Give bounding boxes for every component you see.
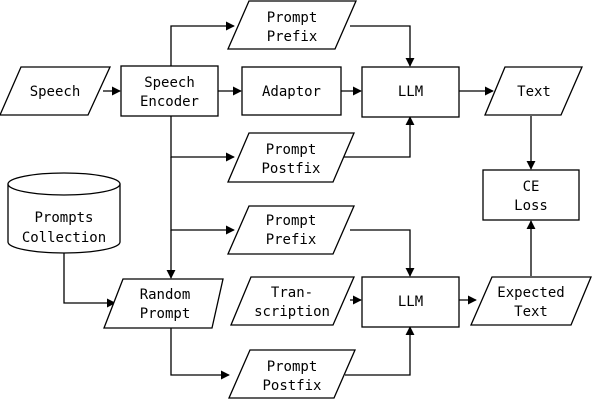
svg-text:Prompt: Prompt: [140, 306, 191, 322]
ce-loss-label-line2: Loss: [514, 198, 548, 214]
prompt-postfix-top-node: Prompt Postfix: [227, 132, 355, 183]
expected-text-label-line1: Expected: [497, 285, 564, 301]
llm-top-label: LLM: [398, 84, 423, 100]
expected-text-label-line2: Text: [514, 304, 548, 320]
prompt-postfix-top-label-line1: Prompt: [266, 142, 317, 158]
svg-text:scription: scription: [254, 304, 330, 320]
svg-text:Tran-: Tran-: [271, 285, 313, 301]
prompts-collection-label-line2: Collection: [22, 230, 106, 246]
svg-text:CE: CE: [523, 179, 540, 195]
svg-text:Speech: Speech: [144, 75, 195, 91]
svg-text:Collection: Collection: [22, 230, 106, 246]
prompt-prefix-top-node: Prompt Prefix: [227, 0, 357, 50]
edge-encoder-to-prompt-prefix-bottom: [170, 157, 235, 235]
transcription-label-line1: Tran-: [271, 285, 313, 301]
prompt-prefix-bottom-label-line1: Prompt: [266, 213, 317, 229]
svg-text:LLM: LLM: [398, 294, 423, 310]
svg-text:Prefix: Prefix: [266, 232, 317, 248]
ce-loss-label-line1: CE: [523, 179, 540, 195]
text-node-label: Text: [517, 84, 551, 100]
svg-text:Prefix: Prefix: [267, 29, 318, 45]
random-prompt-node: Random Prompt: [103, 278, 224, 329]
svg-text:Prompt: Prompt: [267, 359, 318, 375]
expected-text-node: Expected Text: [470, 276, 592, 326]
transcription-node: Tran- scription: [230, 276, 355, 326]
svg-text:Text: Text: [514, 304, 548, 320]
prompt-prefix-bottom-node: Prompt Prefix: [227, 205, 355, 255]
speech-node: Speech: [0, 66, 112, 116]
prompt-prefix-top-label-line1: Prompt: [267, 10, 318, 26]
svg-text:Prompt: Prompt: [266, 213, 317, 229]
llm-bottom-label: LLM: [398, 294, 423, 310]
edge-prompt-postfix-top-to-llm-top: [344, 116, 415, 158]
edge-encoder-to-prompt-postfix-top: [170, 116, 235, 162]
edge-prompt-prefix-bottom-to-llm-bottom: [350, 229, 415, 277]
llm-bottom-node: LLM: [361, 276, 460, 328]
prompt-prefix-bottom-label-line2: Prefix: [266, 232, 317, 248]
edge-encoder-to-prompt-prefix-top: [170, 21, 235, 66]
random-prompt-label-line1: Random: [140, 287, 191, 303]
text-node: Text: [484, 66, 583, 116]
svg-text:LLM: LLM: [398, 84, 423, 100]
llm-top-node: LLM: [361, 66, 460, 118]
prompt-postfix-bottom-label-line2: Postfix: [262, 378, 321, 394]
svg-text:Adaptor: Adaptor: [262, 84, 321, 100]
svg-text:Postfix: Postfix: [261, 161, 320, 177]
ce-loss-node: CE Loss: [482, 169, 580, 221]
svg-text:Prompt: Prompt: [266, 142, 317, 158]
prompts-collection-node: Prompts Collection: [7, 172, 121, 254]
edge-prompt-postfix-bottom-to-llm-bottom: [345, 326, 415, 376]
prompt-postfix-top-label-line2: Postfix: [261, 161, 320, 177]
speech-encoder-label-line1: Speech: [144, 75, 195, 91]
edge-random-prompt-to-prompt-postfix-bottom: [170, 328, 230, 380]
svg-text:Postfix: Postfix: [262, 378, 321, 394]
svg-text:Prompts: Prompts: [34, 210, 93, 226]
prompt-postfix-bottom-node: Prompt Postfix: [228, 349, 356, 399]
prompt-prefix-top-label-line2: Prefix: [267, 29, 318, 45]
adaptor-node: Adaptor: [241, 66, 342, 116]
random-prompt-label-line2: Prompt: [140, 306, 191, 322]
svg-text:Text: Text: [517, 84, 551, 100]
svg-text:Random: Random: [140, 287, 191, 303]
edge-collection-to-random-prompt: [63, 253, 116, 308]
transcription-label-line2: scription: [254, 304, 330, 320]
svg-text:Speech: Speech: [30, 84, 81, 100]
edge-prompt-prefix-top-to-llm-top: [350, 25, 415, 67]
speech-encoder-label-line2: Encoder: [140, 94, 199, 110]
prompt-postfix-bottom-label-line1: Prompt: [267, 359, 318, 375]
svg-text:Encoder: Encoder: [140, 94, 199, 110]
speech-encoder-node: Speech Encoder: [120, 65, 219, 117]
svg-text:Expected: Expected: [497, 285, 564, 301]
svg-text:Prompt: Prompt: [267, 10, 318, 26]
svg-text:Loss: Loss: [514, 198, 548, 214]
adaptor-label: Adaptor: [262, 84, 321, 100]
prompts-collection-label-line1: Prompts: [34, 210, 93, 226]
speech-node-label: Speech: [30, 84, 81, 100]
